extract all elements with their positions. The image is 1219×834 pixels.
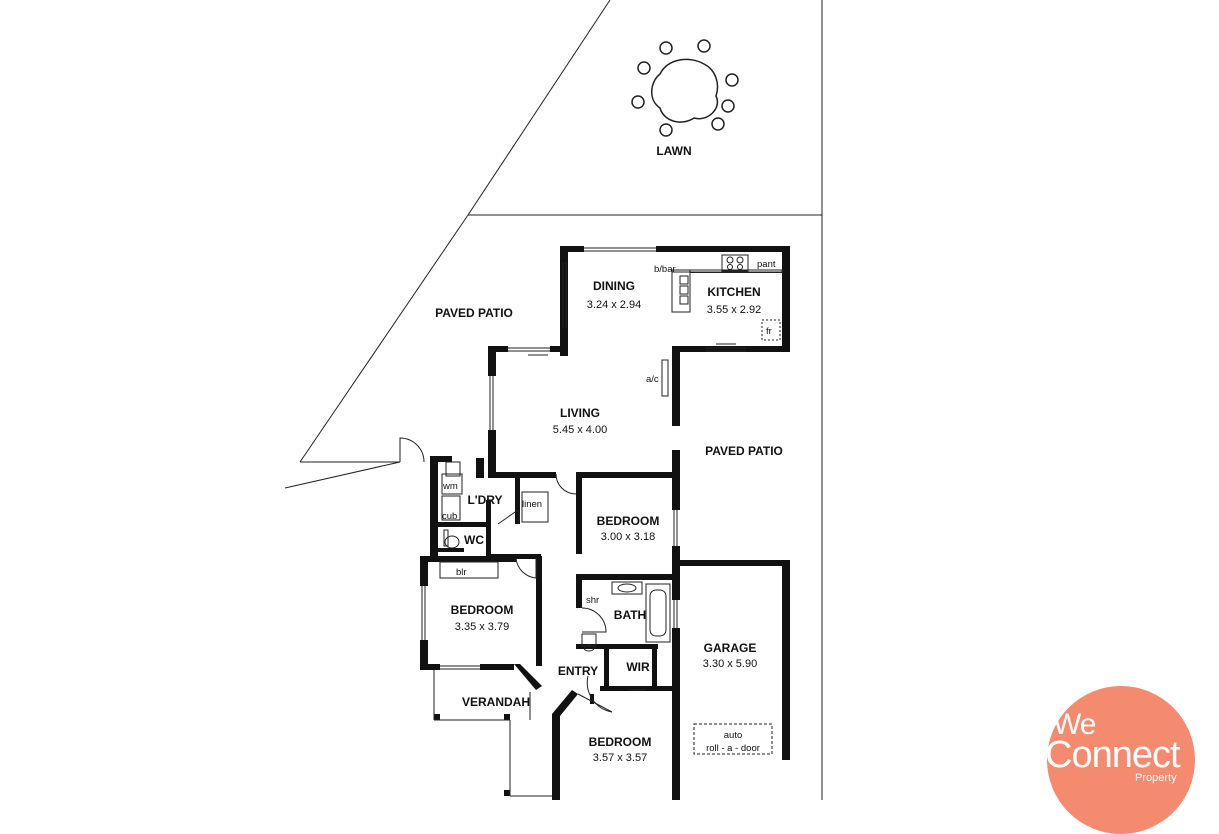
- linen-label: linen: [522, 499, 542, 510]
- sliding-doors: [508, 343, 746, 356]
- wm-label: wm: [442, 481, 458, 492]
- wc-label: WC: [464, 533, 484, 547]
- wir-label: WIR: [626, 660, 650, 674]
- garage-door-label-2: roll - a - door: [706, 743, 760, 754]
- dining-size: 3.24 x 2.94: [587, 299, 641, 311]
- paved-patio-right-label: PAVED PATIO: [705, 444, 783, 458]
- paved-patio-left-label: PAVED PATIO: [435, 306, 513, 320]
- garage-size: 3.30 x 5.90: [703, 658, 757, 670]
- floor-plan: LAWN PAVED PATIO PAVED PATIO: [284, 0, 823, 800]
- living-label: LIVING: [560, 406, 600, 420]
- entry-label: ENTRY: [558, 664, 598, 678]
- fridge-label: fr: [766, 326, 772, 337]
- bedroom-center-label: BEDROOM: [597, 514, 660, 528]
- bbar-label: b/bar: [654, 264, 676, 275]
- garden-table-icon: [631, 39, 739, 137]
- dining-label: DINING: [593, 279, 635, 293]
- kitchen-label: KITCHEN: [707, 285, 760, 299]
- lawn-label: LAWN: [656, 144, 691, 158]
- bedroom-center-size: 3.00 x 3.18: [601, 531, 655, 543]
- kitchen-fittings: [661, 254, 783, 397]
- bedroom-left-label: BEDROOM: [451, 603, 514, 617]
- bedroom-bottom-size: 3.57 x 3.57: [593, 752, 647, 764]
- bedroom-bottom-label: BEDROOM: [589, 735, 652, 749]
- garage-label: GARAGE: [704, 641, 757, 655]
- cub-label: cub: [442, 511, 457, 522]
- brand-logo: We Connect Property: [1047, 686, 1195, 834]
- living-size: 5.45 x 4.00: [553, 424, 607, 436]
- logo-text-property: Property: [1135, 772, 1177, 784]
- door-swings: [399, 437, 646, 713]
- logo-text-connect: Connect: [1047, 734, 1181, 776]
- boundary-lines: [284, 0, 823, 800]
- garage-door-outline: [693, 723, 773, 755]
- verandah-label: VERANDAH: [462, 695, 530, 709]
- windows: [421, 247, 678, 670]
- ac-label: a/c: [646, 374, 659, 385]
- blr-label: blr: [456, 567, 467, 578]
- wet-area-fittings: [439, 461, 671, 652]
- bath-label: BATH: [614, 608, 646, 622]
- bedroom-left-size: 3.35 x 3.79: [455, 621, 509, 633]
- logo-text-we: We: [1053, 708, 1096, 741]
- laundry-label: L'DRY: [467, 493, 502, 507]
- verandah-outline: [433, 670, 552, 797]
- pantry-label: pant: [757, 259, 776, 270]
- garage-door-label-1: auto: [724, 730, 743, 741]
- shower-label: shr: [586, 595, 599, 606]
- kitchen-size: 3.55 x 2.92: [707, 304, 761, 316]
- walls: [420, 246, 790, 800]
